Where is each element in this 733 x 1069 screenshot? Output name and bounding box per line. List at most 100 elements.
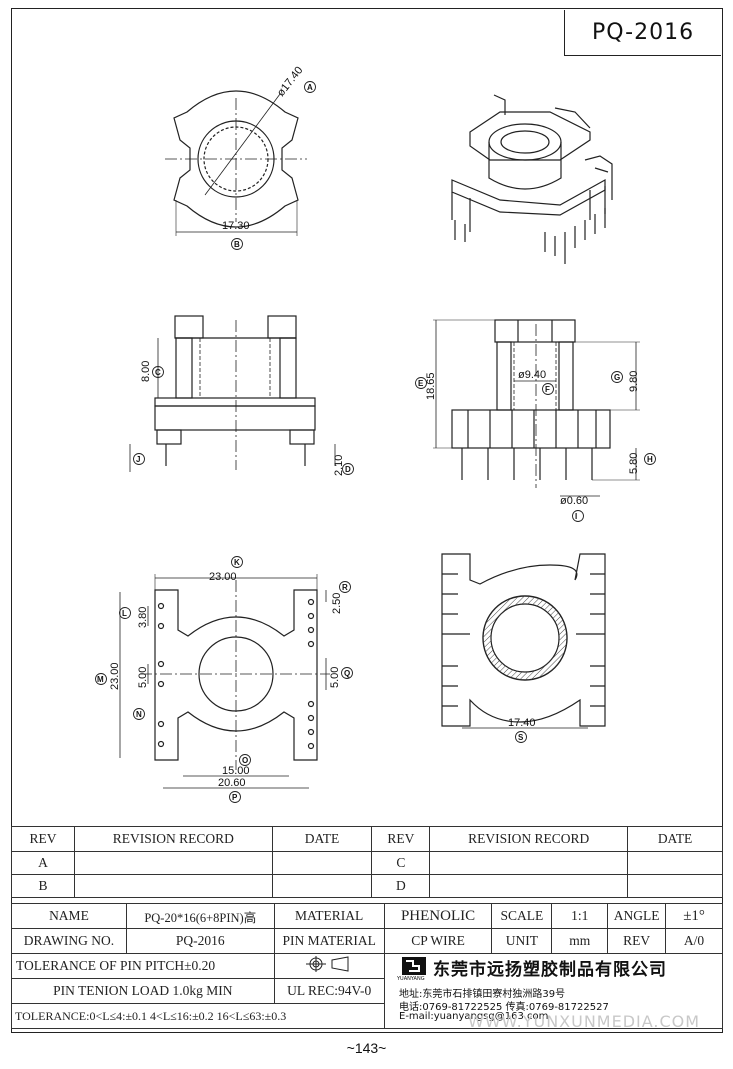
drawing-frame xyxy=(11,8,723,1033)
svg-text:J: J xyxy=(136,455,140,464)
tolerance-symbol xyxy=(273,953,385,979)
material-label: MATERIAL xyxy=(273,903,385,929)
dim-m: 23.00 xyxy=(109,662,121,690)
logo-text: YUANYANG xyxy=(397,976,425,982)
rev-cell: D xyxy=(371,874,431,898)
company-email: E-mail:yuanyangsg@163.com xyxy=(399,1011,549,1022)
drawing-no-label: DRAWING NO. xyxy=(11,928,127,954)
svg-text:E: E xyxy=(418,379,424,388)
callout-e: E xyxy=(415,377,427,389)
record-cell xyxy=(429,874,629,898)
record-header-2: REVISION RECORD xyxy=(429,826,629,852)
callout-n: N xyxy=(133,708,145,720)
callout-d: D xyxy=(342,463,354,475)
rev-cell: A xyxy=(11,851,75,875)
callout-b: B xyxy=(231,238,243,250)
dim-h: 5.80 xyxy=(628,453,640,474)
dim-g: 9.80 xyxy=(628,371,640,392)
rev-cell: C xyxy=(371,851,431,875)
svg-text:I: I xyxy=(575,512,577,521)
record-cell xyxy=(73,874,273,898)
record-cell xyxy=(73,851,273,875)
dim-i: ø0.60 xyxy=(560,495,588,507)
dim-a: ø17.40 xyxy=(275,64,306,98)
callout-h: H xyxy=(644,453,656,465)
dim-n: 5.00 xyxy=(137,667,149,688)
company-block: YUANYANG 东莞市远扬塑胶制品有限公司 地址:东莞市石排镇田寮村独洲路39… xyxy=(397,952,722,1032)
date-cell xyxy=(627,874,723,898)
dim-d: 2.10 xyxy=(333,455,345,476)
svg-text:F: F xyxy=(545,385,550,394)
company-phone: 电话:0769-81722525 传真:0769-81722527 xyxy=(399,1002,609,1013)
company-name: 东莞市远扬塑胶制品有限公司 xyxy=(433,960,667,980)
callout-r: R xyxy=(339,581,351,593)
callout-s: S xyxy=(515,731,527,743)
dim-k: 23.00 xyxy=(209,571,237,583)
rev-header-2: REV xyxy=(371,826,431,852)
dim-r: 2.50 xyxy=(331,593,343,614)
date-cell xyxy=(271,851,373,875)
date-header-2: DATE xyxy=(627,826,723,852)
pin-material-value: CP WIRE xyxy=(383,928,493,954)
dim-c: 8.00 xyxy=(140,361,152,382)
svg-text:D: D xyxy=(345,465,351,474)
section-view xyxy=(441,553,606,729)
svg-text:C: C xyxy=(155,368,161,377)
callout-f: F xyxy=(542,383,554,395)
callout-k: K xyxy=(231,556,243,568)
projection-symbol-icon xyxy=(306,956,349,972)
svg-text:O: O xyxy=(242,756,248,765)
svg-text:H: H xyxy=(647,455,653,464)
watermark: WWW.YUNXUNMEDIA.COM xyxy=(468,1012,701,1031)
dim-s: 17.40 xyxy=(508,717,536,729)
svg-text:G: G xyxy=(614,373,620,382)
unit-value: mm xyxy=(551,928,609,954)
date-header: DATE xyxy=(271,826,373,852)
svg-text:Q: Q xyxy=(344,669,350,678)
angle-label: ANGLE xyxy=(607,903,667,929)
dim-q: 5.00 xyxy=(329,667,341,688)
page-number: ~143~ xyxy=(346,1040,387,1056)
callout-l: L xyxy=(119,607,131,619)
callout-p: P xyxy=(229,791,241,803)
callout-j: J xyxy=(133,453,145,465)
svg-text:B: B xyxy=(234,240,240,249)
ul-rec: UL REC:94V-0 xyxy=(273,978,385,1004)
svg-text:R: R xyxy=(342,583,348,592)
callout-q: Q xyxy=(341,667,353,679)
dim-e: 18.65 xyxy=(425,372,437,400)
callout-i: I xyxy=(572,510,584,522)
dim-p: 20.60 xyxy=(218,777,246,789)
svg-text:S: S xyxy=(518,733,524,742)
dim-b: 17.30 xyxy=(222,220,250,232)
pin-pitch-tolerance: TOLERANCE OF PIN PITCH±0.20 xyxy=(11,953,275,979)
svg-text:P: P xyxy=(232,793,238,802)
pin-tenion-load: PIN TENION LOAD 1.0kg MIN xyxy=(11,978,275,1004)
drawing-title: PQ-2016 xyxy=(564,10,721,56)
svg-text:N: N xyxy=(136,710,142,719)
scale-value: 1:1 xyxy=(551,903,609,929)
side-view xyxy=(433,319,640,497)
date-cell xyxy=(627,851,723,875)
date-cell xyxy=(271,874,373,898)
isometric-view xyxy=(451,94,613,264)
dim-o: 15.00 xyxy=(222,765,250,777)
drawing-no-value: PQ-2016 xyxy=(125,928,275,954)
rev-label: REV xyxy=(607,928,667,954)
rev-value: A/0 xyxy=(665,928,723,954)
record-cell xyxy=(429,851,629,875)
name-label: NAME xyxy=(11,903,127,929)
callout-o: O xyxy=(239,754,251,766)
record-header: REVISION RECORD xyxy=(73,826,273,852)
angle-value: ±1° xyxy=(665,903,723,929)
callout-g: G xyxy=(611,371,623,383)
material-value: PHENOLIC xyxy=(383,903,493,929)
company-address: 地址:东莞市石排镇田寮村独洲路39号 xyxy=(399,989,566,1000)
top-view xyxy=(165,90,307,236)
callout-a: A xyxy=(304,81,316,93)
unit-label: UNIT xyxy=(491,928,553,954)
svg-text:M: M xyxy=(97,675,104,684)
rev-header: REV xyxy=(11,826,75,852)
company-cell xyxy=(383,953,724,1029)
